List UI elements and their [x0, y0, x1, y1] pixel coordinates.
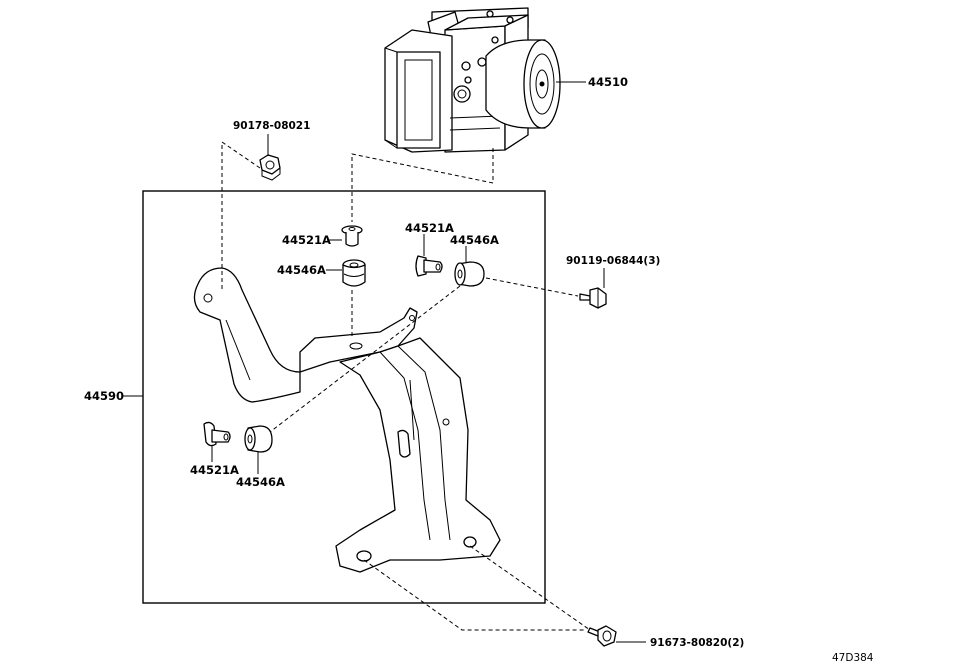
label-bracket: 44590 [84, 389, 124, 403]
label-cushion-left: 44546A [236, 475, 285, 489]
nut-drawing [259, 154, 281, 181]
bracket-assembly-frame [142, 190, 546, 604]
leader-lines [122, 81, 646, 643]
label-cushion-center: 44546A [277, 263, 326, 277]
label-collar-right: 44521A [405, 221, 454, 235]
label-collar-center: 44521A [282, 233, 331, 247]
collar-right-drawing [415, 255, 443, 277]
label-nut-top: 90178-08021 [233, 120, 310, 132]
abs-actuator-drawing [384, 7, 561, 153]
label-bolt-bottom: 91673-80820(2) [650, 637, 744, 649]
label-cushion-right: 44546A [450, 233, 499, 247]
label-actuator: 44510 [588, 75, 628, 89]
bracket-drawing [193, 267, 501, 573]
collar-center-drawing [341, 225, 363, 247]
collar-left-drawing [203, 421, 231, 447]
assembly-lines [221, 141, 591, 631]
bolt-bottom-drawing [587, 625, 617, 647]
diagram-code: 47D384 [832, 652, 874, 663]
cushion-left-drawing [244, 425, 273, 453]
cushion-right-drawing [454, 261, 485, 287]
label-collar-left: 44521A [190, 463, 239, 477]
label-bolt-right: 90119-06844(3) [566, 255, 660, 267]
cushion-center-drawing [342, 259, 366, 287]
bolt-right-drawing [579, 287, 607, 309]
